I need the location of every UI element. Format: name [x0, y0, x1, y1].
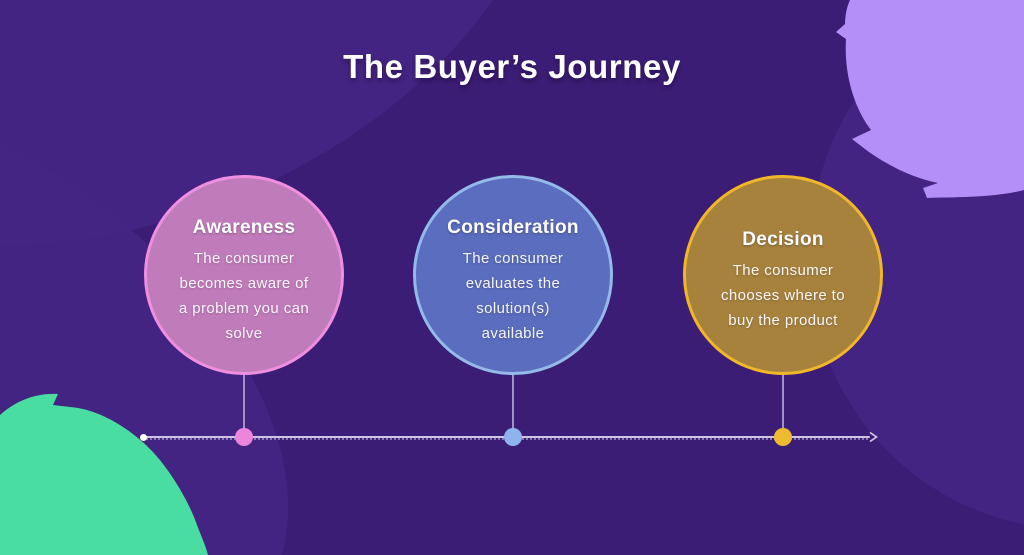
decorative-blob-bottom-left [0, 393, 208, 555]
stage-description: The consumer chooses where to buy the pr… [721, 262, 845, 329]
stage-name: Awareness [192, 216, 296, 238]
page-title: The Buyer’s Journey [343, 48, 681, 85]
stage-circle: Decision The consumer chooses where to b… [683, 175, 883, 375]
stage-circle: Consideration The consumer evaluates the… [413, 175, 613, 375]
stage-description: The consumer becomes aware of a problem … [178, 249, 310, 342]
stage-timeline-dot [504, 428, 522, 446]
stage-consideration: Consideration The consumer evaluates the… [413, 175, 613, 455]
stage-decision: Decision The consumer chooses where to b… [683, 175, 883, 455]
stage-connector-line [782, 375, 784, 437]
timeline-start-dot [140, 434, 147, 441]
timeline-arrow-icon [869, 431, 878, 443]
stage-circle: Awareness The consumer becomes aware of … [144, 175, 344, 375]
stage-name: Consideration [447, 216, 579, 238]
stage-connector-line [512, 375, 514, 437]
stage-awareness: Awareness The consumer becomes aware of … [144, 175, 344, 455]
stage-name: Decision [742, 229, 824, 250]
stage-description: The consumer evaluates the solution(s) a… [462, 249, 564, 342]
stage-connector-line [243, 375, 245, 437]
stage-timeline-dot [235, 428, 253, 446]
decorative-blob-top-right [836, 0, 1024, 198]
stage-timeline-dot [774, 428, 792, 446]
